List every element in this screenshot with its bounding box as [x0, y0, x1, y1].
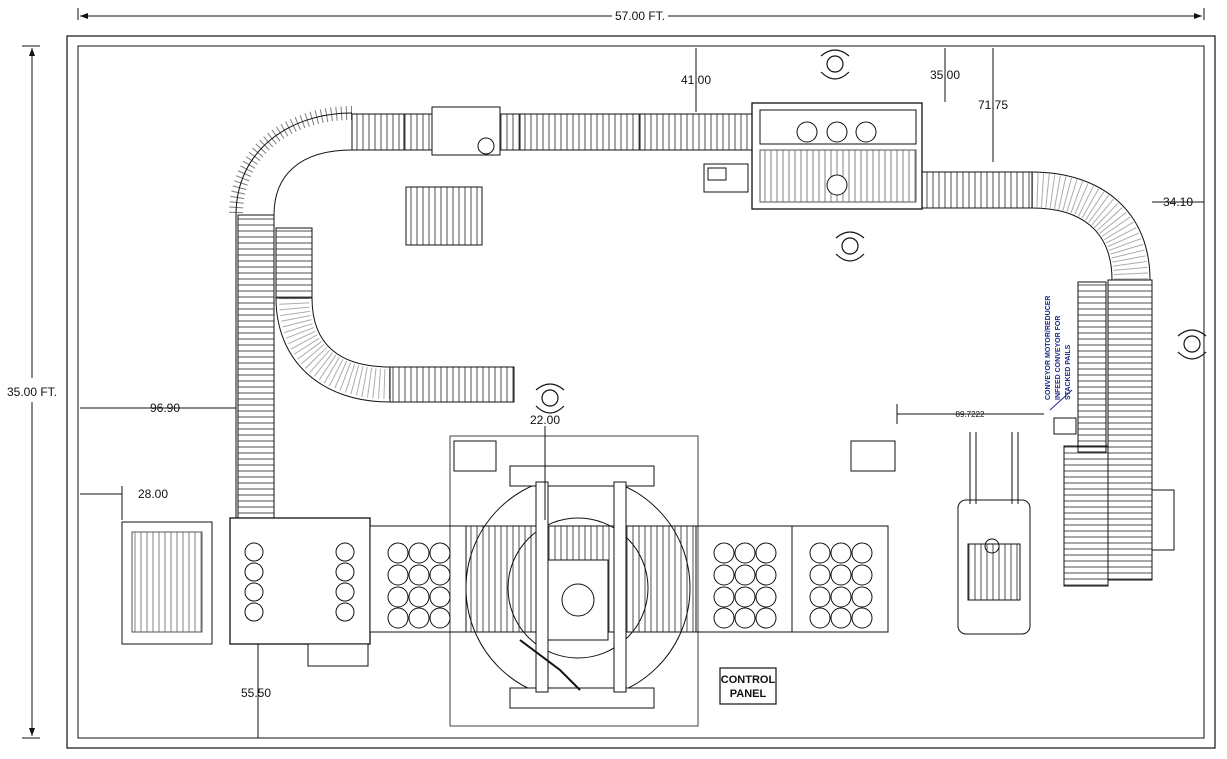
- operator-icons: [535, 49, 1207, 414]
- dim-35: 35.00: [930, 68, 960, 82]
- bottom-conveyor: [121, 517, 889, 667]
- dim-22: 22.00: [530, 413, 560, 427]
- control-panel: CONTROL PANEL: [719, 667, 777, 705]
- inner-frame: [77, 45, 1205, 739]
- dim-41: 41.00: [681, 73, 711, 87]
- control-panel-label-2: PANEL: [730, 688, 767, 700]
- dim-34-10: 34.10: [1163, 195, 1193, 209]
- right-conveyor: [1053, 279, 1175, 587]
- dim-55-50: 55.50: [241, 686, 271, 700]
- conveyor-note: CONVEYOR MOTOR/REDUCER INFEED CONVEYOR F…: [1045, 296, 1072, 401]
- fence-panel-box: [850, 440, 896, 472]
- note-line-1: CONVEYOR MOTOR/REDUCER: [1045, 296, 1052, 401]
- dim-89-7222: 89.7222: [956, 410, 985, 419]
- pallet-jack: [957, 432, 1031, 635]
- operator-icon: [835, 231, 865, 262]
- control-panel-label-1: CONTROL: [721, 674, 776, 686]
- overall-height-label: 35.00 FT.: [7, 385, 57, 399]
- outer-frame: [66, 35, 1216, 749]
- dim-71-75: 71.75: [978, 98, 1008, 112]
- pail-groups: [244, 542, 873, 629]
- overall-width-label: 57.00 FT.: [615, 9, 665, 23]
- dim-28: 28.00: [138, 487, 168, 501]
- note-line-3: STACKED PAILS: [1065, 344, 1072, 400]
- note-line-2: INFEED CONVEYOR FOR: [1055, 316, 1062, 400]
- operator-icon: [535, 383, 565, 414]
- overall-height-dimension: 35.00 FT.: [7, 45, 57, 739]
- branch-conveyor: [275, 227, 515, 403]
- dim-96-90: 96.90: [150, 401, 180, 415]
- pallet-rack-top: [405, 186, 483, 246]
- inline-machine-top: [431, 106, 501, 156]
- robot-cell: [449, 435, 699, 727]
- operator-icon: [820, 49, 850, 80]
- top-conveyor: [229, 102, 1151, 521]
- infeed-table-left: [121, 521, 213, 645]
- operator-icon: [1177, 329, 1207, 360]
- dimension-lines: [80, 48, 1204, 738]
- overall-width-dimension: 57.00 FT.: [77, 8, 1205, 23]
